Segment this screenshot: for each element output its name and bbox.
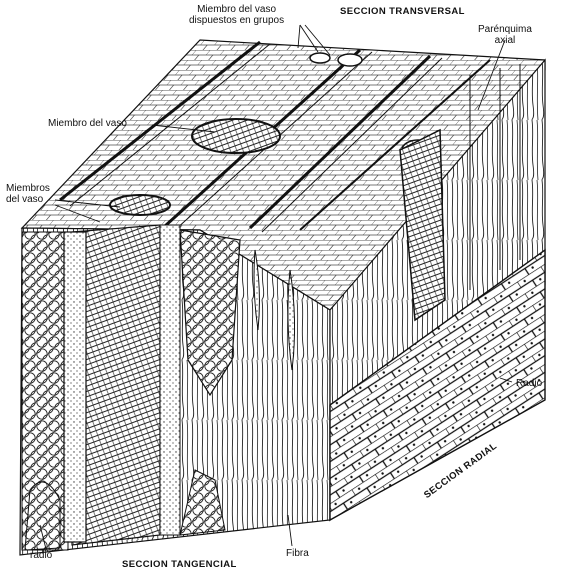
ray-left-label: radio	[30, 550, 52, 561]
fiber-label: Fibra	[286, 548, 309, 559]
transverse-section-label: SECCION TRANSVERSAL	[340, 6, 465, 17]
tangential-section-label: SECCION TANGENCIAL	[122, 559, 237, 570]
vessel-opening	[310, 53, 330, 63]
vessel-groups-label: Miembro del vaso dispuestos en grupos	[189, 4, 284, 26]
vessel-opening	[338, 54, 362, 66]
vessel-member-label: Miembro del vaso	[48, 118, 127, 129]
vessel-opening	[110, 195, 170, 215]
vessel-opening	[192, 119, 280, 153]
vessel-members-label: Miembros del vaso	[6, 183, 50, 205]
axial-parenchyma-label: Parénquima axial	[478, 24, 532, 46]
ray-right-label: Radio	[516, 378, 542, 389]
